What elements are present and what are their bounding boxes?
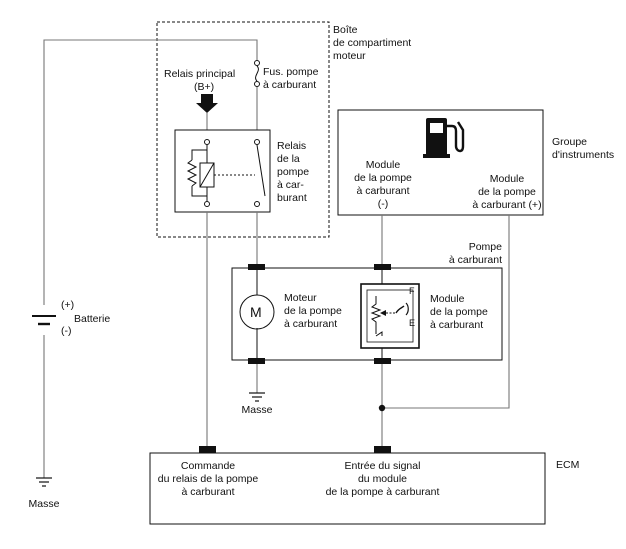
pump-motor-label: Moteur de la pompe à carburant (284, 292, 342, 330)
sender-module-label: Module de la pompe à carburant (430, 293, 488, 331)
connector (374, 264, 391, 270)
connector (248, 358, 265, 364)
down-arrow-icon (196, 94, 218, 113)
b-plus-label: (B+) (194, 81, 215, 93)
ecm-box (149, 452, 546, 525)
connector (374, 446, 391, 453)
ground-icon (249, 392, 265, 402)
fuel-pump-label: Pompe à carburant (448, 241, 502, 266)
main-relay-label: Relais principal (164, 68, 236, 80)
battery-positive-wire (43, 39, 258, 305)
battery-label: Batterie (74, 313, 111, 325)
connector (199, 446, 216, 453)
module-plus-label: Module de la pompe à carburant (+) (472, 173, 542, 211)
battery-plus-label: (+) (61, 299, 75, 311)
connector (248, 264, 265, 270)
battery-ground-label: Masse (28, 498, 60, 510)
junction-dot (378, 404, 386, 412)
motor-symbol: M (250, 304, 262, 320)
fuel-pump-icon (423, 118, 465, 158)
sender-module-icon (360, 270, 420, 358)
motor-icon (239, 270, 275, 358)
battery-icon (32, 315, 56, 326)
fuse-icon (254, 60, 260, 87)
fuel-pump-relay-label: Relais de la pompe à car- burant (277, 140, 310, 204)
engine-compartment-label: Boîte de compartiment moteur (333, 24, 412, 62)
relay-control-input-label: Commande du relais de la pompe à carbura… (157, 460, 259, 498)
relay-internals (186, 139, 266, 207)
motor-ground-label: Masse (241, 404, 273, 416)
engine-compartment-box (156, 21, 330, 238)
connector (374, 358, 391, 364)
instrument-cluster-label: Groupe d'instruments (552, 136, 615, 161)
module-minus-label: Module de la pompe à carburant (-) (354, 159, 412, 210)
signal-input-label: Entrée du signal du module de la pompe à… (325, 460, 440, 498)
ground-icon (36, 477, 52, 487)
ecm-label: ECM (556, 459, 580, 471)
fuse-label: Fus. pompe à carburant (263, 66, 319, 91)
gauge-full-label: F (409, 286, 415, 296)
cluster-plus-wire (382, 215, 510, 409)
relay-box (174, 129, 271, 213)
gauge-empty-label: E (409, 318, 416, 328)
battery-minus-label: (-) (61, 325, 72, 337)
